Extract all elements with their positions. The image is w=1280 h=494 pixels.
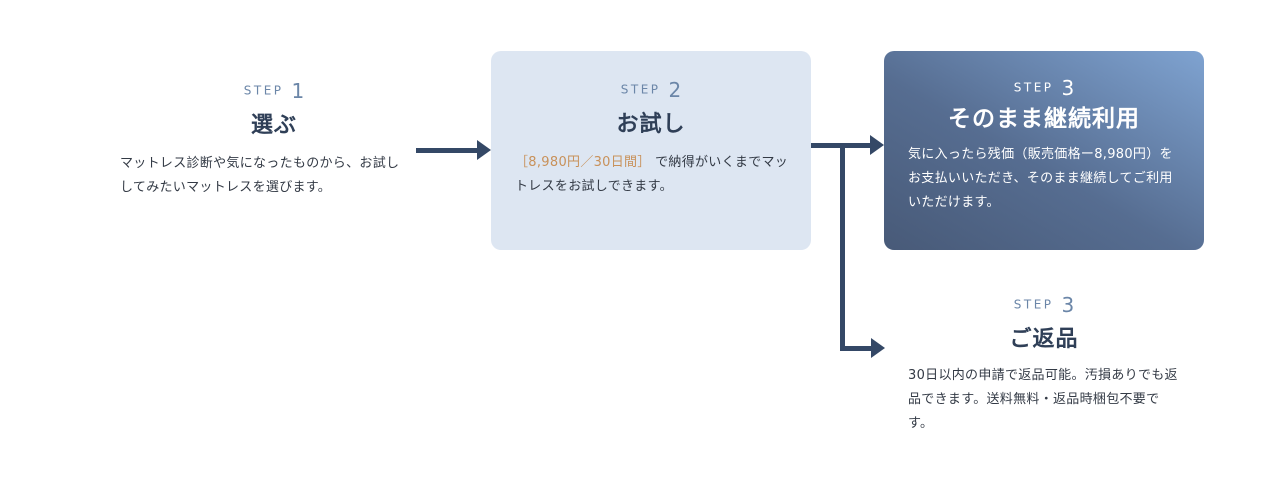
arrow-right-icon: [870, 135, 884, 155]
arrow-right-icon: [871, 338, 885, 358]
step-word: STEP: [1013, 297, 1054, 312]
step-3-return: STEP 3 ご返品 30日以内の申請で返品可能。汚損ありでも返品できます。送料無…: [884, 290, 1204, 436]
step-description-text: で納得がいくまでマットレスをお試しできます。: [515, 155, 789, 194]
price-highlight: ［8,980円／30日間］: [515, 155, 651, 170]
step-3-continue-card: STEP 3 そのまま継続利用 気に入ったら残価（販売価格ー8,980円）をお支払…: [884, 51, 1204, 250]
arrow-branch-vertical-line: [840, 143, 845, 351]
step-number: 3: [1061, 292, 1075, 317]
step-label: STEP 3: [884, 290, 1204, 318]
step-title: そのまま継続利用: [948, 106, 1140, 132]
step-label: STEP 2: [491, 75, 811, 103]
step-description: ［8,980円／30日間］ で納得がいくまでマットレスをお試しできます。: [491, 151, 811, 199]
step-label: STEP 1: [114, 76, 434, 104]
arrow-right-icon: [477, 140, 491, 160]
step-description: 気に入ったら残価（販売価格ー8,980円）をお支払いいただき、そのまま継続してご…: [908, 147, 1173, 210]
step-word: STEP: [620, 82, 661, 97]
step-1-select: STEP 1 選ぶ マットレス診断や気になったものから、お試ししてみたいマットレス…: [114, 76, 434, 200]
step-title: ご返品: [1009, 327, 1079, 352]
step-description: マットレス診断や気になったものから、お試ししてみたいマットレスを選びます。: [120, 156, 400, 195]
step-title: お試し: [616, 112, 686, 137]
step-word: STEP: [243, 83, 284, 98]
step-label: STEP 3: [884, 73, 1204, 101]
step-2-trial-card: STEP 2 お試し ［8,980円／30日間］ で納得がいくまでマットレスをお試…: [491, 51, 811, 250]
step-number: 1: [291, 78, 305, 103]
step-word: STEP: [1013, 80, 1054, 95]
arrow-step1-to-step2-line: [416, 148, 478, 153]
step-number: 2: [668, 77, 682, 102]
step-title: 選ぶ: [250, 113, 297, 138]
step-number: 3: [1061, 75, 1075, 100]
step-description: 30日以内の申請で返品可能。汚損ありでも返品できます。送料無料・返品時梱包不要で…: [908, 368, 1178, 431]
arrow-step2-to-return-line: [840, 346, 872, 351]
